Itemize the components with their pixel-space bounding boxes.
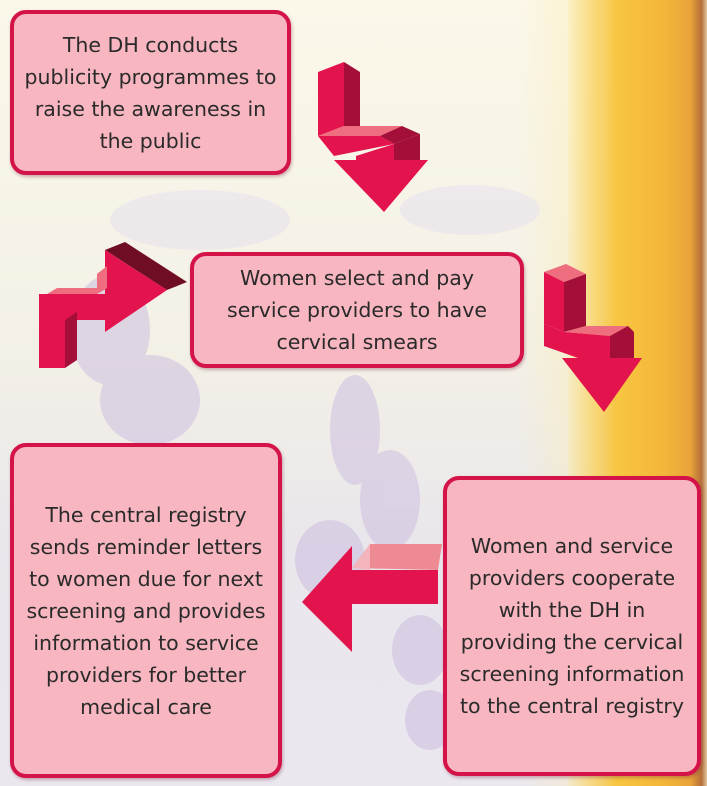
step-text-women-select: Women select and pay service providers t…	[227, 266, 487, 354]
step-box-central-registry: The central registry sends reminder lett…	[10, 443, 282, 778]
arrow-down-1	[318, 62, 428, 212]
step-text-publicity: The DH conducts publicity programmes to …	[24, 32, 277, 153]
step-text-cooperate: Women and service providers cooperate wi…	[459, 534, 685, 718]
arrow-right-2	[39, 242, 187, 368]
step-text-central-registry: The central registry sends reminder lett…	[26, 502, 266, 719]
arrow-down-3	[544, 264, 642, 412]
step-box-cooperate: Women and service providers cooperate wi…	[443, 476, 701, 776]
step-box-women-select: Women select and pay service providers t…	[190, 252, 524, 368]
step-box-publicity: The DH conducts publicity programmes to …	[10, 10, 291, 175]
arrow-left-4	[302, 544, 442, 652]
